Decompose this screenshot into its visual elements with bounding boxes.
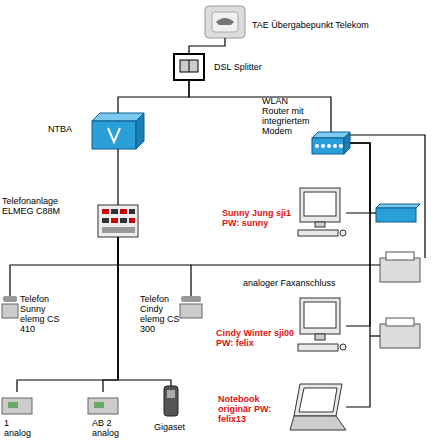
network-cable	[117, 149, 118, 205]
device-label: Gigaset	[154, 422, 194, 432]
pbx-box: Telefonanlage ELMEG C88M	[98, 205, 138, 237]
pc-workstation: Sunny Jung sji1 PW: sunny	[300, 188, 346, 238]
device-label: DSL Splitter	[214, 62, 294, 72]
wlan-router: WLAN Router mit integriertem Modem	[312, 132, 350, 154]
device-label: Cindy Winter sji00 PW: felix	[216, 328, 300, 348]
dsl-splitter: DSL Splitter	[174, 54, 204, 80]
tae-socket: TAE Übergabepunkt Telekom	[205, 6, 245, 38]
pc-workstation: Cindy Winter sji00 PW: felix	[300, 298, 346, 354]
network-cable	[346, 143, 370, 407]
ntba-box: NTBA	[92, 113, 144, 149]
network-cable	[189, 38, 225, 54]
answering-machine: 1 analog	[2, 392, 32, 414]
device-label: AB 2 analog	[92, 418, 126, 438]
network-cable	[189, 80, 331, 132]
device-label: Telefon Cindy elemg CS 300	[140, 294, 180, 334]
network-cable	[10, 237, 118, 296]
network-cable	[118, 237, 191, 296]
cordless-phone: Gigaset	[164, 386, 178, 416]
network-cable	[346, 143, 370, 213]
device-label: Telefon Sunny elemg CS 410	[20, 294, 65, 334]
network-cable	[17, 237, 118, 392]
network-cable	[346, 143, 370, 326]
network-cable	[103, 237, 118, 392]
device-label: Telefonanlage ELMEG C88M	[2, 196, 64, 216]
telephone: Telefon Cindy elemg CS 300	[180, 296, 202, 320]
answering-machine: AB 2 analog	[88, 392, 118, 414]
device-label: Sunny Jung sji1 PW: sunny	[222, 208, 300, 228]
device-label: NTBA	[48, 124, 88, 134]
device-label: WLAN Router mit integriertem Modem	[262, 96, 314, 136]
network-cable	[118, 80, 189, 113]
line-label: analoger Faxanschluss	[243, 278, 383, 288]
device-label: TAE Übergabepunkt Telekom	[252, 20, 432, 30]
device-label: 1 analog	[4, 418, 38, 438]
device-label: Notebook originär PW: felix13	[218, 394, 290, 424]
telephone: Telefon Sunny elemg CS 410	[2, 296, 18, 320]
notebook: Notebook originär PW: felix13	[290, 382, 346, 432]
